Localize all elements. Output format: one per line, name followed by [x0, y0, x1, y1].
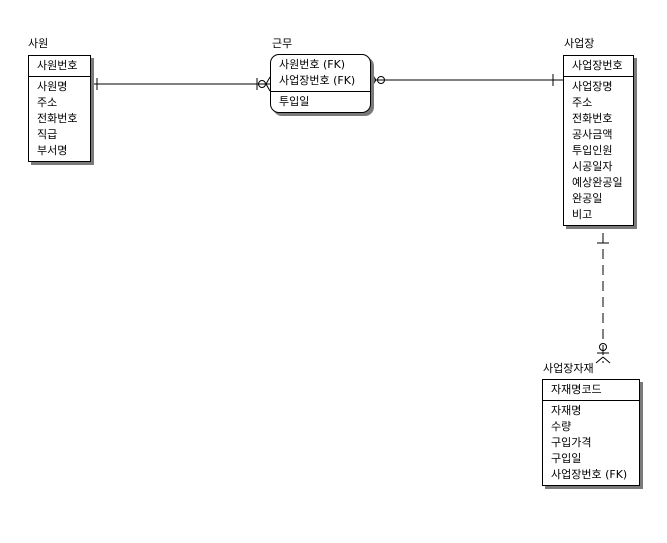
zero-marker-work-left — [258, 80, 266, 88]
attribute: 주소 — [572, 96, 593, 109]
attribute: 구입가격 — [551, 436, 592, 449]
pk-attribute: 사원번호 (FK) — [279, 58, 346, 71]
attribute: 부서명 — [37, 144, 68, 157]
attribute: 전화번호 — [572, 112, 613, 125]
entity-work[interactable]: 사원번호 (FK) 사업장번호 (FK) 투입일 — [270, 54, 371, 113]
attribute: 주소 — [37, 96, 58, 109]
attribute: 수량 — [551, 420, 572, 433]
entity-title-work: 근무 — [272, 37, 293, 50]
pk-section: 사원번호 (FK) 사업장번호 (FK) — [271, 55, 370, 92]
attr-section: 사원명 주소 전화번호 직급 부서명 — [29, 77, 90, 161]
attribute: 시공일자 — [572, 160, 613, 173]
pk-section: 자재명코드 — [543, 380, 639, 401]
pk-attribute: 사업장번호 — [572, 59, 623, 72]
attr-section: 투입일 — [271, 92, 370, 112]
zero-marker-work-right — [377, 76, 385, 84]
attribute: 사업장명 — [572, 80, 613, 93]
attribute: 구입일 — [551, 452, 582, 465]
attribute: 사업장번호 (FK) — [551, 468, 628, 481]
attribute: 비고 — [572, 208, 593, 221]
attribute: 자재명 — [551, 404, 582, 417]
attribute: 공사금액 — [572, 128, 613, 141]
entity-site-material[interactable]: 자재명코드 자재명 수량 구입가격 구입일 사업장번호 (FK) — [542, 379, 640, 486]
attribute: 투입일 — [279, 95, 310, 108]
entity-site[interactable]: 사업장번호 사업장명 주소 전화번호 공사금액 투입인원 시공일자 예상완공일 … — [563, 55, 634, 226]
entity-title-employee: 사원 — [28, 37, 49, 50]
pk-attribute: 사원번호 — [37, 59, 78, 72]
attribute: 직급 — [37, 128, 58, 141]
entity-employee[interactable]: 사원번호 사원명 주소 전화번호 직급 부서명 — [28, 55, 91, 162]
attribute: 완공일 — [572, 192, 603, 205]
attribute: 전화번호 — [37, 112, 78, 125]
pk-section: 사원번호 — [29, 56, 90, 77]
attribute: 예상완공일 — [572, 176, 623, 189]
entity-title-site-material: 사업장자재 — [543, 362, 594, 375]
attr-section: 자재명 수량 구입가격 구입일 사업장번호 (FK) — [543, 401, 639, 485]
attr-section: 사업장명 주소 전화번호 공사금액 투입인원 시공일자 예상완공일 완공일 비고 — [564, 77, 633, 225]
entity-title-site: 사업장 — [564, 37, 595, 50]
attribute: 투입인원 — [572, 144, 613, 157]
crowfoot-material — [595, 356, 611, 364]
crowfoot-work-left — [265, 76, 271, 92]
zero-marker-material — [599, 343, 607, 351]
attribute: 사원명 — [37, 80, 68, 93]
crowfoot-work-right — [370, 72, 377, 88]
pk-section: 사업장번호 — [564, 56, 633, 77]
pk-attribute: 자재명코드 — [551, 383, 602, 396]
pk-attribute: 사업장번호 (FK) — [279, 74, 356, 87]
